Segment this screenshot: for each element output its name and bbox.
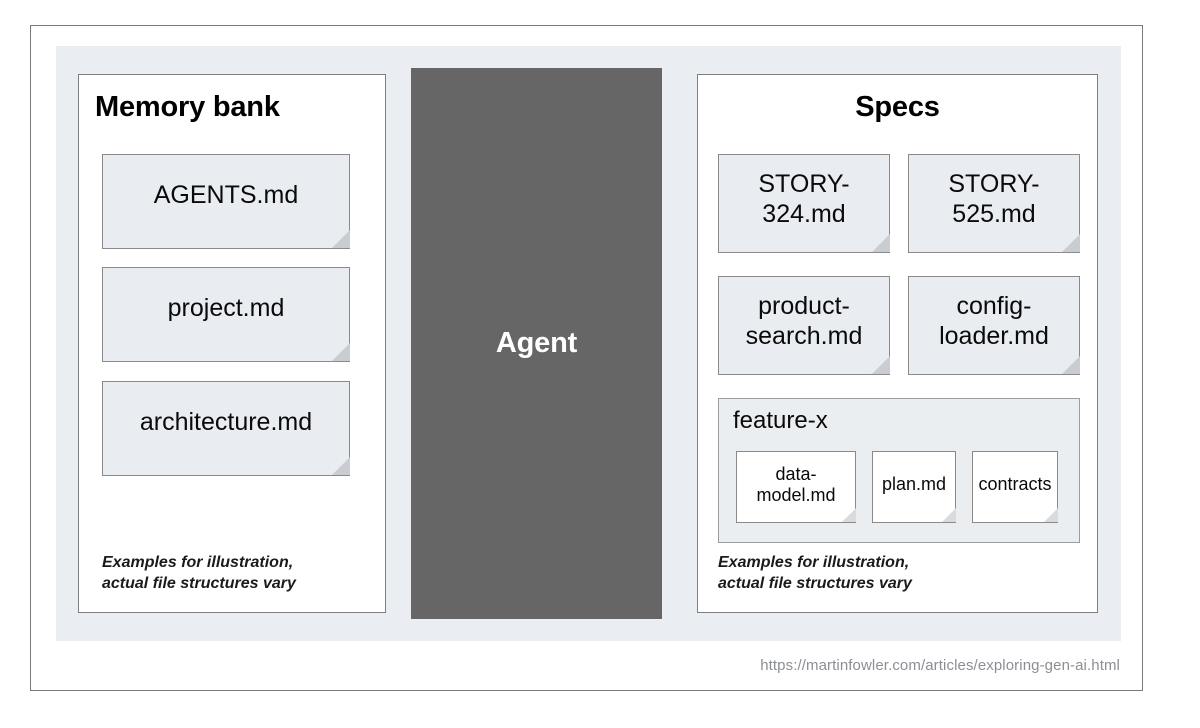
- spec-card-story-525[interactable]: STORY-525.md: [908, 154, 1080, 253]
- memory-card-label: AGENTS.md: [153, 180, 299, 209]
- feature-card-label: plan.md: [881, 474, 947, 495]
- document-shape: [718, 154, 890, 253]
- memory-card-architecture-md[interactable]: architecture.md: [102, 381, 350, 476]
- document-shape: [972, 451, 1058, 523]
- memory-card-project-md[interactable]: project.md: [102, 267, 350, 362]
- source-url-caption: https://martinfowler.com/articles/explor…: [760, 657, 1120, 674]
- agent-label: Agent: [495, 327, 578, 359]
- feature-card-plan[interactable]: plan.md: [872, 451, 956, 523]
- document-shape: [102, 267, 350, 362]
- memory-card-label: project.md: [167, 293, 285, 322]
- memory-bank-title: Memory bank: [95, 91, 280, 123]
- document-shape: [102, 154, 350, 249]
- document-shape: [718, 276, 890, 375]
- document-shape: [908, 154, 1080, 253]
- specs-panel: Specs STORY-324.md STORY-525.md product-…: [697, 74, 1098, 613]
- document-shape: [736, 451, 856, 523]
- diagram-frame: Memory bank AGENTS.md project.md archite…: [30, 25, 1143, 691]
- memory-bank-panel: Memory bank AGENTS.md project.md archite…: [78, 74, 386, 613]
- specs-title: Specs: [855, 91, 940, 123]
- document-shape: [102, 381, 350, 476]
- document-shape: [872, 451, 956, 523]
- memory-bank-footnote: Examples for illustration, actual file s…: [102, 553, 296, 592]
- feature-card-data-model[interactable]: data-model.md: [736, 451, 856, 523]
- memory-card-label: architecture.md: [139, 407, 313, 436]
- agent-block[interactable]: Agent: [411, 68, 662, 619]
- specs-footnote: Examples for illustration, actual file s…: [718, 553, 912, 592]
- document-shape: [908, 276, 1080, 375]
- feature-card-contracts[interactable]: contracts: [972, 451, 1058, 523]
- spec-card-story-324[interactable]: STORY-324.md: [718, 154, 890, 253]
- spec-card-label: product-search.md: [745, 292, 863, 350]
- spec-card-label: STORY-525.md: [948, 170, 1040, 228]
- feature-card-label: data-model.md: [756, 463, 836, 505]
- spec-card-product-search[interactable]: product-search.md: [718, 276, 890, 375]
- spec-card-label: STORY-324.md: [758, 170, 850, 228]
- diagram-stage: Memory bank AGENTS.md project.md archite…: [56, 46, 1121, 641]
- memory-card-agents-md[interactable]: AGENTS.md: [102, 154, 350, 249]
- spec-card-config-loader[interactable]: config-loader.md: [908, 276, 1080, 375]
- feature-x-title: feature-x: [733, 407, 828, 434]
- feature-card-label: contracts: [978, 474, 1052, 495]
- spec-card-label: config-loader.md: [939, 292, 1049, 350]
- feature-x-group: feature-x data-model.md plan.md contract…: [718, 398, 1080, 543]
